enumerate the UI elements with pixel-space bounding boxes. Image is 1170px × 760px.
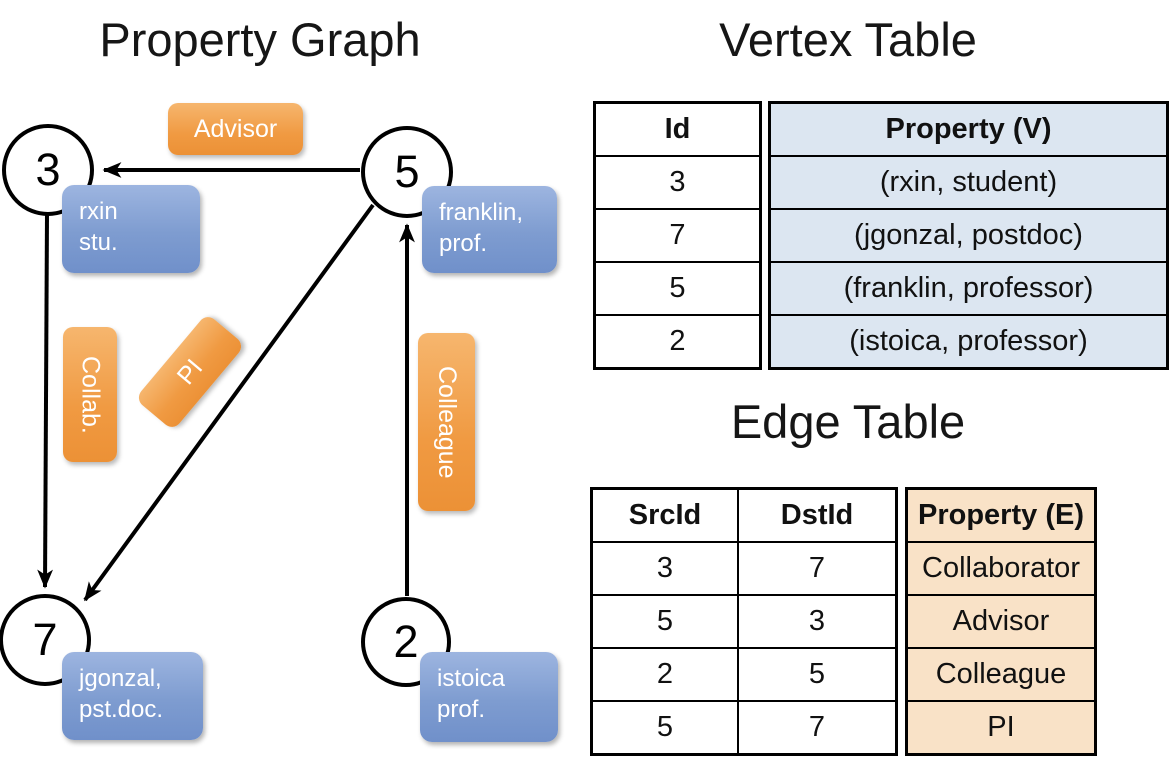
vertex-property-cell: (jgonzal, postdoc) (771, 208, 1166, 261)
vertex-table-id-column: Id 3 7 5 2 (593, 101, 762, 370)
vertex-property-line: istoica (437, 665, 506, 692)
edge-property-cell: PI (908, 700, 1094, 753)
vertex-id-cell: 3 (596, 155, 759, 208)
vertex-property-cell: (franklin, professor) (771, 261, 1166, 314)
edge-src-cell: 5 (593, 594, 737, 647)
edge-collab-3-to-7 (37, 213, 54, 589)
vertex-property-line: franklin, (439, 199, 524, 226)
edge-label-collab-text: Collab. (76, 355, 105, 434)
vertex-property-line: pst.doc. (79, 696, 164, 724)
node-id-5: 5 (394, 146, 420, 197)
edge-table-src-column: SrcId 3 5 2 5 (593, 490, 737, 753)
vertex-table-header-property: Property (V) (885, 113, 1052, 145)
edge-property-cell: Advisor (908, 594, 1094, 647)
edge-table: SrcId 3 5 2 5 DstId 7 3 5 7 Property (E)… (590, 487, 1097, 756)
property-graph-title: Property Graph (99, 13, 421, 66)
edge-table-header-property: Property (E) (918, 499, 1084, 531)
edge-table-property-column: Property (E) Collaborator Advisor Collea… (905, 487, 1097, 756)
node-id-2: 2 (393, 616, 419, 667)
vertex-table: Id 3 7 5 2 Property (V) (rxin, student) … (593, 101, 1169, 370)
edge-label-advisor-text: Advisor (193, 114, 278, 143)
edge-label-advisor: Advisor (168, 103, 303, 155)
edge-property-cell: Colleague (908, 647, 1094, 700)
edge-src-cell: 5 (593, 700, 737, 753)
edge-pi-5-to-7 (83, 203, 375, 602)
edge-table-header-dstid: DstId (780, 499, 854, 531)
vertex-property-line: prof. (439, 230, 488, 258)
vertex-property-box-3: rxin stu. (62, 185, 200, 273)
node-id-3: 3 (35, 144, 61, 195)
vertex-property-line: jgonzal, (79, 665, 162, 692)
vertex-id-cell: 5 (596, 261, 759, 314)
edge-label-colleague: Colleague (418, 333, 475, 511)
node-id-7: 7 (32, 614, 58, 665)
vertex-property-box-7: jgonzal, pst.doc. (62, 652, 203, 740)
vertex-table-header-id: Id (664, 113, 691, 145)
edge-property-cell: Collaborator (908, 541, 1094, 594)
edge-table-header-srcid: SrcId (628, 499, 702, 531)
edge-dst-cell: 5 (739, 647, 895, 700)
vertex-property-cell: (istoica, professor) (771, 314, 1166, 367)
vertex-property-box-5: franklin, prof. (422, 186, 557, 273)
edge-src-cell: 3 (593, 541, 737, 594)
edge-table-dst-column: DstId 7 3 5 7 (737, 490, 895, 753)
edge-dst-cell: 3 (739, 594, 895, 647)
vertex-id-cell: 7 (596, 208, 759, 261)
vertex-property-cell: (rxin, student) (771, 155, 1166, 208)
edge-label-collab: Collab. (63, 327, 117, 462)
edge-table-id-columns: SrcId 3 5 2 5 DstId 7 3 5 7 (590, 487, 898, 756)
edge-table-title: Edge Table (730, 395, 966, 448)
edge-dst-cell: 7 (739, 700, 895, 753)
edge-src-cell: 2 (593, 647, 737, 700)
edge-label-pi-text: PI (171, 353, 208, 390)
vertex-table-property-column: Property (V) (rxin, student) (jgonzal, p… (768, 101, 1169, 370)
vertex-property-box-2: istoica prof. (420, 652, 558, 742)
vertex-property-line: prof. (437, 696, 486, 724)
edge-label-colleague-text: Colleague (433, 365, 461, 479)
vertex-table-title: Vertex Table (719, 13, 977, 66)
vertex-id-cell: 2 (596, 314, 759, 367)
edge-dst-cell: 7 (739, 541, 895, 594)
vertex-property-line: stu. (79, 229, 118, 257)
vertex-property-line: rxin (79, 198, 118, 225)
